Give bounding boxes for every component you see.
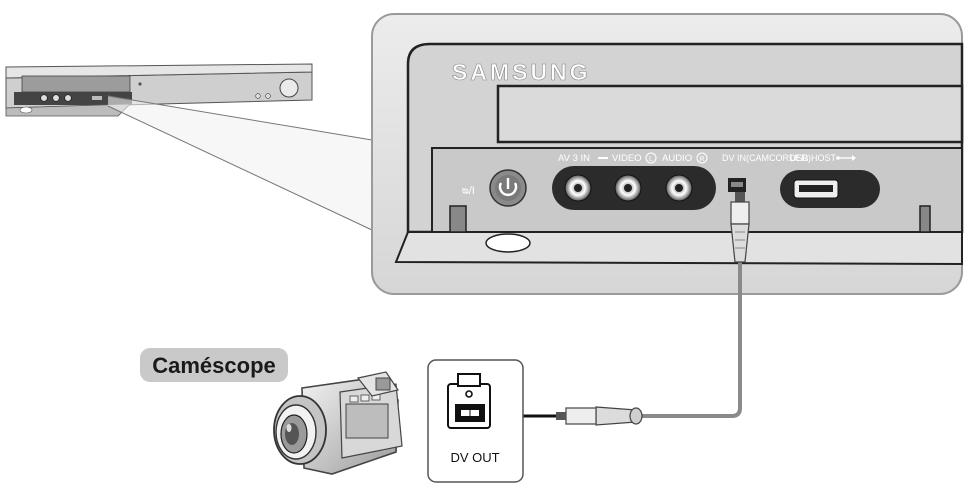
- recorder-thumbnail: [5, 63, 313, 117]
- video-jack[interactable]: [564, 174, 592, 202]
- usb-icon: [836, 155, 856, 161]
- power-button[interactable]: [489, 169, 527, 207]
- av-in-label: AV 3 IN: [558, 153, 590, 164]
- audio-left-jack[interactable]: [614, 174, 642, 202]
- disc-tray: [496, 84, 964, 144]
- dv-port-icon: [447, 373, 491, 429]
- audio-left-label: L: [649, 156, 653, 163]
- audio-label: AUDIO: [662, 153, 692, 164]
- camcorder-icon: [273, 371, 403, 475]
- usb-host-label: USB HOST: [790, 153, 837, 163]
- dv-cable: [556, 192, 750, 426]
- audio-right-jack[interactable]: [665, 174, 693, 202]
- camcorder-label-bubble: [140, 348, 288, 382]
- ir-sensor: [485, 233, 531, 253]
- power-label: ᴓ/I: [462, 185, 475, 197]
- camcorder-label: Caméscope: [152, 353, 276, 378]
- brand-logo: SAMSUNG: [452, 59, 591, 85]
- audio-right-label: R: [699, 156, 704, 163]
- dv-in-label: DV IN(CAMCORDER): [722, 153, 811, 163]
- video-label: VIDEO: [612, 153, 642, 164]
- dv-out-label: DV OUT: [450, 450, 499, 465]
- usb-host-port[interactable]: [793, 179, 839, 199]
- dv-in-port[interactable]: [728, 178, 746, 192]
